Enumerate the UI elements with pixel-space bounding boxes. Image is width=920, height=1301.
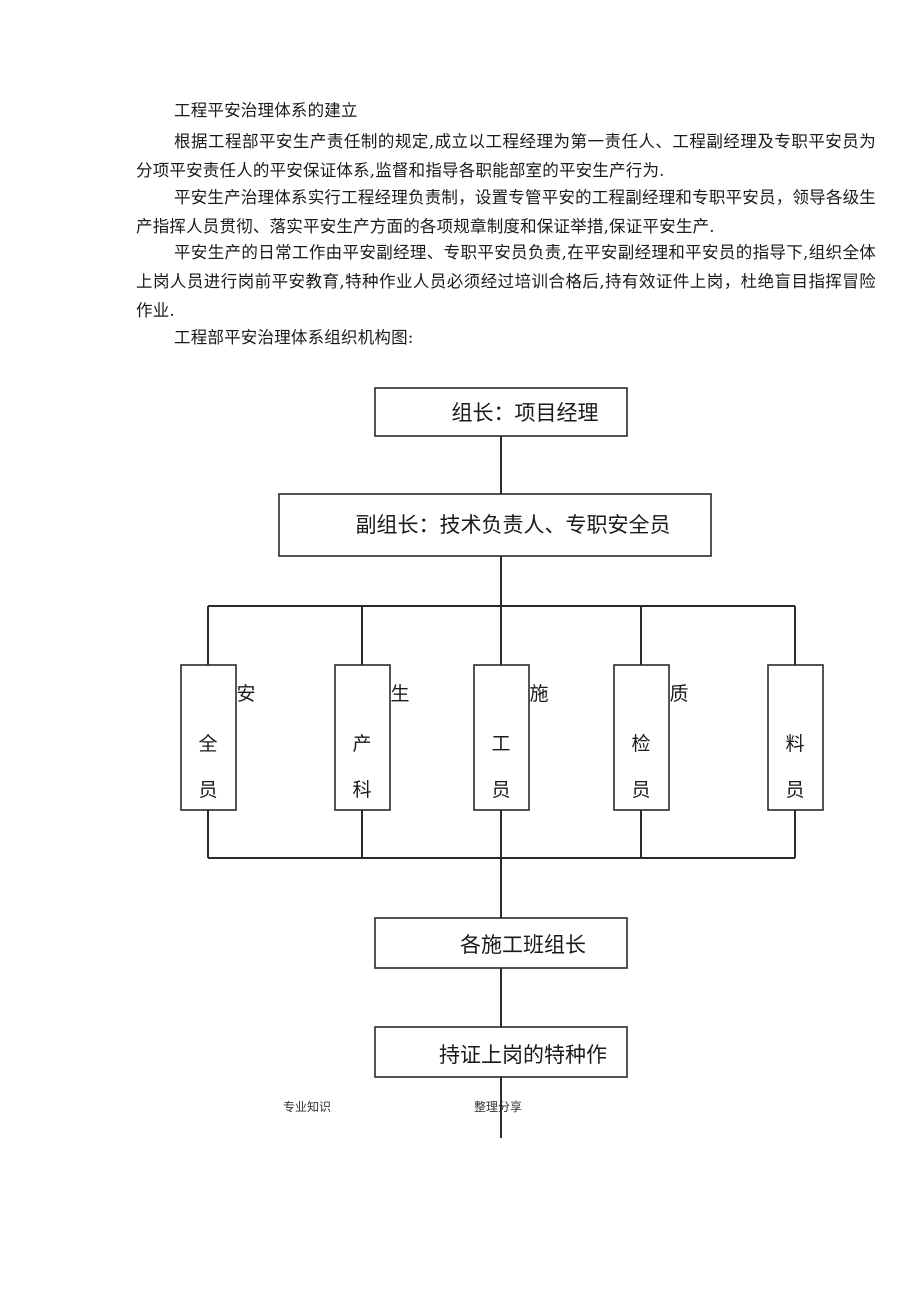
special-workers-box: 持证上岗的特种作	[374, 1026, 628, 1078]
dept-quality-middle: 检	[631, 733, 650, 755]
dept-construction-bottom: 员	[491, 779, 510, 801]
section-heading: 工程平安治理体系的建立	[174, 101, 358, 120]
dept-construction-top: 施	[529, 683, 548, 705]
dept-safety-bottom: 员	[198, 779, 217, 801]
paragraph-1: 根据工程部平安生产责任制的规定,成立以工程经理为第一责任人、工程副经理及专职平安…	[136, 132, 876, 180]
org-chart-connectors	[207, 436, 796, 1138]
dept-safety: 安 全 员	[180, 664, 256, 811]
dept-safety-middle: 全	[198, 733, 217, 755]
special-workers-label: 持证上岗的特种作	[439, 1043, 607, 1067]
paragraph-2: 平安生产治理体系实行工程经理负责制，设置专管平安的工程副经理和专职平安员，领导各…	[136, 188, 876, 236]
dept-production: 生 产 科	[334, 664, 410, 811]
deputy-box: 副组长：技术负责人、专职安全员	[278, 493, 712, 557]
team-leaders-label: 各施工班组长	[460, 933, 586, 957]
dept-materials-bottom: 员	[785, 779, 804, 801]
dept-quality-bottom: 员	[631, 779, 650, 801]
dept-production-top: 生	[390, 683, 409, 705]
footer-watermark-right: 整理分享	[474, 1099, 522, 1114]
deputy-label: 副组长：技术负责人、专职安全员	[356, 513, 671, 537]
dept-materials: 料 员	[767, 664, 824, 811]
dept-production-middle: 产	[352, 733, 371, 755]
dept-production-bottom: 科	[352, 779, 371, 801]
chart-caption: 工程部平安治理体系组织机构图:	[174, 328, 414, 347]
leader-box: 组长：项目经理	[374, 387, 628, 437]
footer-watermark-left: 专业知识	[283, 1099, 331, 1114]
paragraph-3: 平安生产的日常工作由平安副经理、专职平安员负责,在平安副经理和平安员的指导下,组…	[136, 243, 876, 320]
dept-construction-middle: 工	[491, 733, 510, 755]
dept-materials-middle: 料	[785, 733, 804, 755]
team-leaders-box: 各施工班组长	[374, 917, 628, 969]
dept-quality-top: 质	[669, 683, 688, 705]
dept-safety-top: 安	[236, 683, 255, 705]
dept-quality: 质 检 员	[613, 664, 689, 811]
dept-construction: 施 工 员	[473, 664, 549, 811]
leader-label: 组长：项目经理	[452, 401, 599, 425]
